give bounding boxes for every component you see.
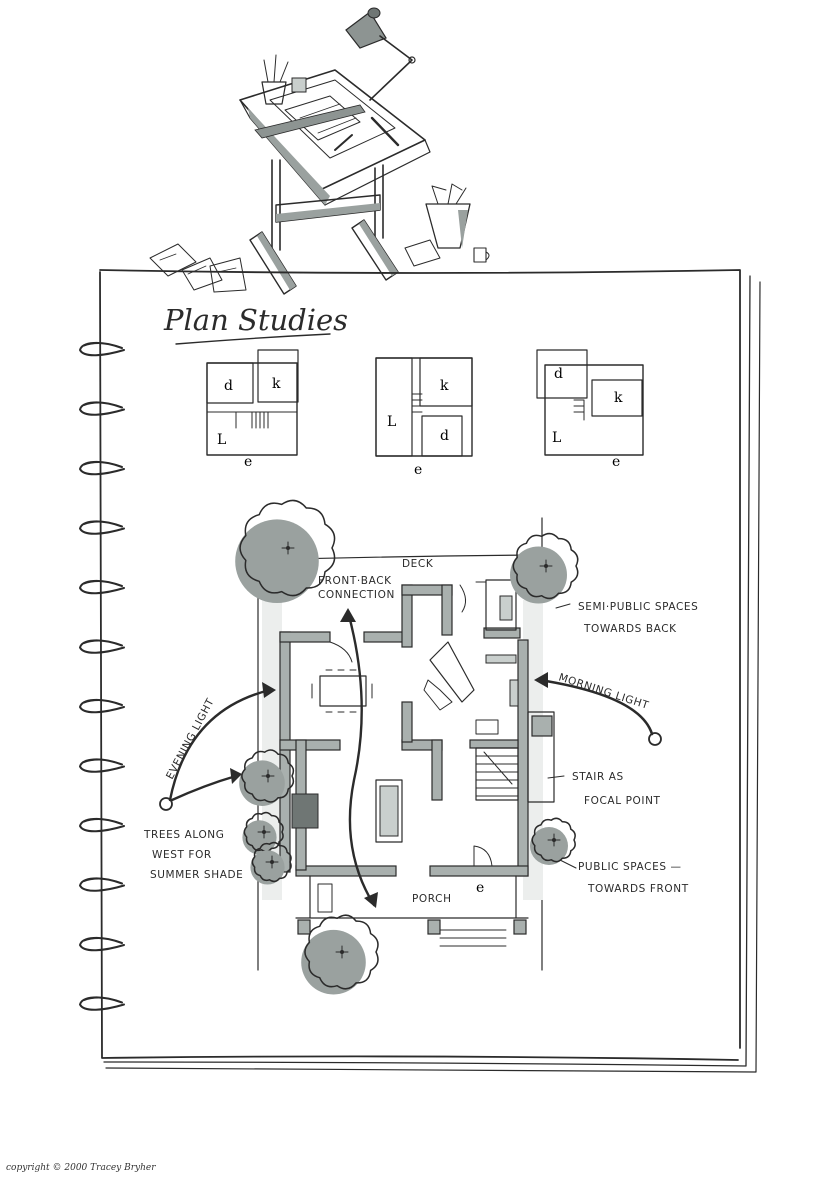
study-3-label-d: d [554, 366, 563, 382]
public-line1: PUBLIC SPACES — [578, 861, 682, 873]
tree-icon [530, 817, 576, 865]
page-title: Plan Studies [163, 303, 348, 337]
spiral-ring-inner [83, 521, 123, 527]
spiral-ring-inner [83, 997, 123, 1003]
study-2-label-k: k [440, 378, 449, 394]
tree-icon [239, 749, 295, 806]
spiral-ring-inner [83, 759, 123, 765]
front-back-line1: FRONT·BACK [318, 575, 392, 587]
drafting-table-icon [149, 54, 490, 295]
tree-icon [301, 914, 379, 995]
study-1-label-e: e [244, 454, 252, 470]
morning-light-label: MORNING LIGHT [557, 671, 650, 711]
semi-public-line1: SEMI·PUBLIC SPACES [578, 601, 698, 613]
spiral-binding-icon [79, 342, 125, 1011]
spiral-ring-inner [83, 462, 123, 468]
study-3-label-e: e [612, 454, 620, 470]
deck-label: DECK [402, 558, 434, 570]
spiral-ring-inner [83, 700, 123, 706]
tree-icon [242, 811, 284, 855]
spiral-ring-inner [83, 640, 123, 646]
tree-icon [250, 841, 292, 885]
stair-line2: FOCAL POINT [584, 795, 661, 807]
trees-line1: TREES ALONG [143, 829, 225, 841]
plan-study-2: L k d e [375, 357, 473, 478]
evening-light-label: EVENING LIGHT [164, 696, 217, 781]
house-floor-plan [279, 579, 555, 947]
sketchbook-frame [99, 269, 761, 1073]
study-2-label-l: L [387, 414, 396, 430]
arrows [159, 603, 662, 908]
plan-study-3: d k L e [536, 349, 644, 470]
study-1-label-l: L [217, 432, 226, 448]
porch-label: PORCH [412, 893, 452, 905]
spiral-ring-inner [83, 343, 123, 349]
spiral-ring-inner [83, 878, 123, 884]
tree-icon [235, 499, 336, 603]
trees-line2: WEST FOR [152, 849, 212, 861]
spiral-ring-inner [83, 938, 123, 944]
tree-icon [510, 532, 579, 604]
public-line2: TOWARDS FRONT [587, 883, 689, 895]
stair-line1: STAIR AS [572, 771, 624, 783]
study-2-label-d: d [440, 428, 449, 444]
copyright-note: copyright © 2000 Tracey Bryher [6, 1163, 156, 1173]
trees-line3: SUMMER SHADE [150, 869, 243, 881]
semi-public-line2: TOWARDS BACK [583, 623, 677, 635]
spiral-ring-inner [83, 581, 123, 587]
front-back-line2: CONNECTION [318, 589, 395, 601]
plan-study-1: d k L e [206, 349, 299, 470]
annotations: FRONT·BACK CONNECTION SEMI·PUBLIC SPACES… [143, 575, 698, 895]
entry-label: e [476, 880, 484, 896]
study-1-label-d: d [224, 378, 233, 394]
trees [235, 499, 579, 995]
stair [475, 711, 555, 803]
spiral-ring-inner [83, 819, 123, 825]
study-2-label-e: e [414, 462, 422, 478]
spiral-ring-inner [83, 402, 123, 408]
study-3-label-l: L [552, 430, 561, 446]
desk-lamp-icon [345, 7, 416, 101]
study-1-label-k: k [272, 376, 281, 392]
study-3-label-k: k [614, 390, 623, 406]
